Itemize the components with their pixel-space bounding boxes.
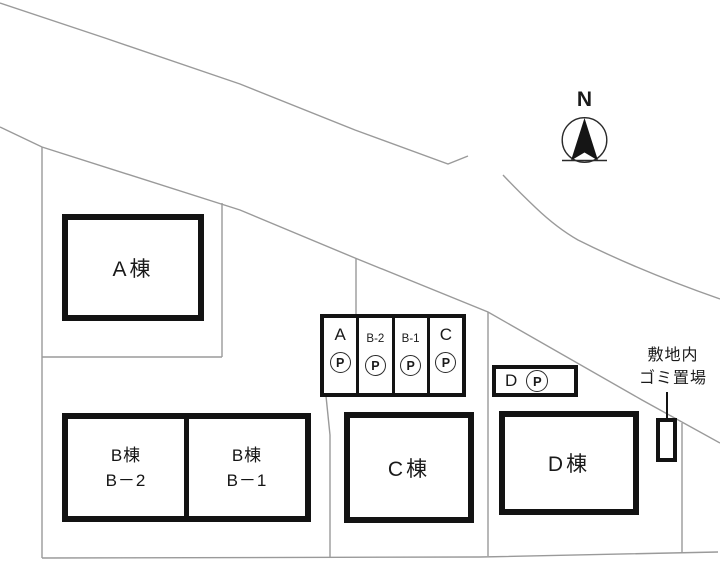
parking-stall-a-label: A [334,325,346,344]
parking-block: A P B-2 P B-1 P C P [320,314,466,397]
building-c: C棟 [344,412,474,523]
building-d: D棟 [499,411,639,515]
stall-divider [356,318,360,393]
parking-stall-d-label: D [505,371,518,390]
building-a-label: A棟 [112,257,154,281]
building-b1-unit: B棟 B－1 [189,419,305,516]
parking-stall-b1: B-1 P [395,318,427,393]
parcel-bc-line [325,395,331,557]
building-b2-number: B－2 [105,470,147,490]
building-b2-name: B棟 [110,445,142,465]
garbage-area-label-line1: 敷地内 [647,347,699,364]
parking-p-icon: P [435,352,457,373]
parking-stall-c-label: C [439,325,453,344]
building-b1-number: B－1 [226,470,268,490]
road-edge-upper [0,2,469,165]
site-south-boundary [41,551,719,559]
building-d-label: D棟 [547,453,591,476]
parking-stall-d: D P [492,365,578,397]
parking-p-icon: P [329,352,351,373]
parking-stall-b2: B-2 P [359,318,391,393]
parking-p-icon: P [364,355,386,376]
garbage-area-box [656,418,677,462]
building-b2-unit: B棟 B－2 [68,419,184,516]
stall-divider [426,318,430,393]
building-a: A棟 [62,214,204,321]
garbage-area-label-line2: ゴミ置場 [638,370,707,387]
parking-stall-a: A P [324,318,356,393]
building-b-divider [184,419,189,516]
parking-stall-c: C P [430,318,462,393]
building-c-label: C棟 [387,457,431,481]
building-b1-name: B棟 [231,445,263,465]
parking-stall-b2-label: B-2 [366,333,385,345]
parking-p-icon: P [526,370,549,392]
parking-stall-b1-label: B-1 [401,333,420,345]
road-edge-right [502,174,720,300]
building-b: B棟 B－2 B棟 B－1 [62,413,311,522]
north-arrow-icon [561,116,608,163]
stall-divider [391,318,395,393]
parking-p-icon: P [400,355,422,376]
garbage-area-label: 敷地内 ゴミ置場 [625,344,720,390]
compass-north-label: N [576,88,593,111]
